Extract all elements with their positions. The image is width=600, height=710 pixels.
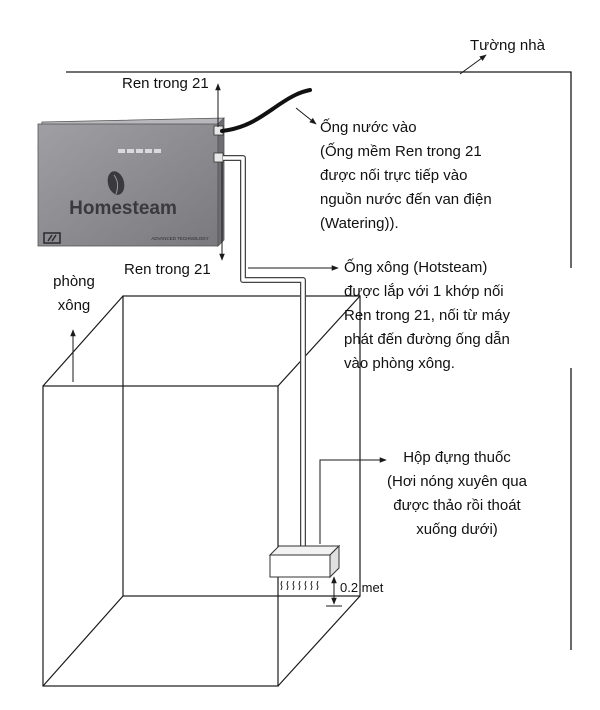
room-label: phòng xông (44, 270, 104, 318)
herb-box-leader (319, 457, 387, 544)
wall-label: Tường nhà (470, 37, 545, 54)
water-inlet-line-1: Ống nước vào (320, 119, 417, 136)
device-tagline: ADVANCED TECHNOLOGY (151, 236, 208, 241)
steam-generator: Homesteam ADVANCED TECHNOLOGY (37, 117, 225, 247)
steam-pipe-line-1: Ống xông (Hotsteam) (344, 259, 488, 276)
herb-box-line-4: xuống dưới) (416, 521, 498, 538)
room-label-line-1: phòng (53, 273, 95, 290)
leaf-logo-icon (107, 171, 125, 195)
device-brand: Homesteam (69, 198, 177, 219)
herb-box-line-3: được thảo rồi thoát (393, 497, 521, 514)
steam-pipe-line-3: Ren trong 21, nối từ máy (344, 307, 510, 324)
herb-box-line-2: (Hơi nóng xuyên qua (387, 473, 527, 490)
water-inlet-label: Ống nước vào (Ống mềm Ren trong 21 được … (320, 116, 570, 236)
steam-pipe (223, 155, 306, 552)
control-buttons (118, 149, 161, 153)
herb-box-label: Hộp đựng thuốc (Hơi nóng xuyên qua được … (372, 446, 542, 542)
steam-pipe-line-4: phát đến đường ống dẫn (344, 331, 510, 348)
steam-fitting (213, 152, 224, 163)
herb-box (268, 544, 341, 579)
steam-pipe-label: Ống xông (Hotsteam) được lắp với 1 khớp … (344, 256, 594, 376)
water-inlet-line-5: (Watering)). (320, 215, 399, 232)
steam-pipe-line-5: vào phòng xông. (344, 355, 455, 372)
water-inlet-line-2: (Ống mềm Ren trong 21 (320, 143, 482, 160)
steam-pipe-line-2: được lắp với 1 khớp nối (344, 283, 504, 300)
steam-room-box (42, 295, 361, 687)
herb-box-line-1: Hộp đựng thuốc (403, 449, 511, 466)
badge-logo-icon (43, 232, 61, 244)
steam-drips-icon (280, 580, 319, 591)
thread-label-bottom: Ren trong 21 (124, 261, 211, 278)
thread-label-top: Ren trong 21 (122, 75, 209, 92)
water-inlet-line-3: được nối trực tiếp vào (320, 167, 468, 184)
house-wall (66, 54, 572, 650)
distance-dimension (326, 576, 342, 607)
water-arrow (295, 107, 317, 125)
water-hose (220, 88, 312, 133)
distance-label: 0.2 met (340, 580, 384, 595)
room-label-line-2: xông (57, 297, 91, 314)
water-inlet-line-4: nguồn nước đến van điện (320, 191, 492, 208)
